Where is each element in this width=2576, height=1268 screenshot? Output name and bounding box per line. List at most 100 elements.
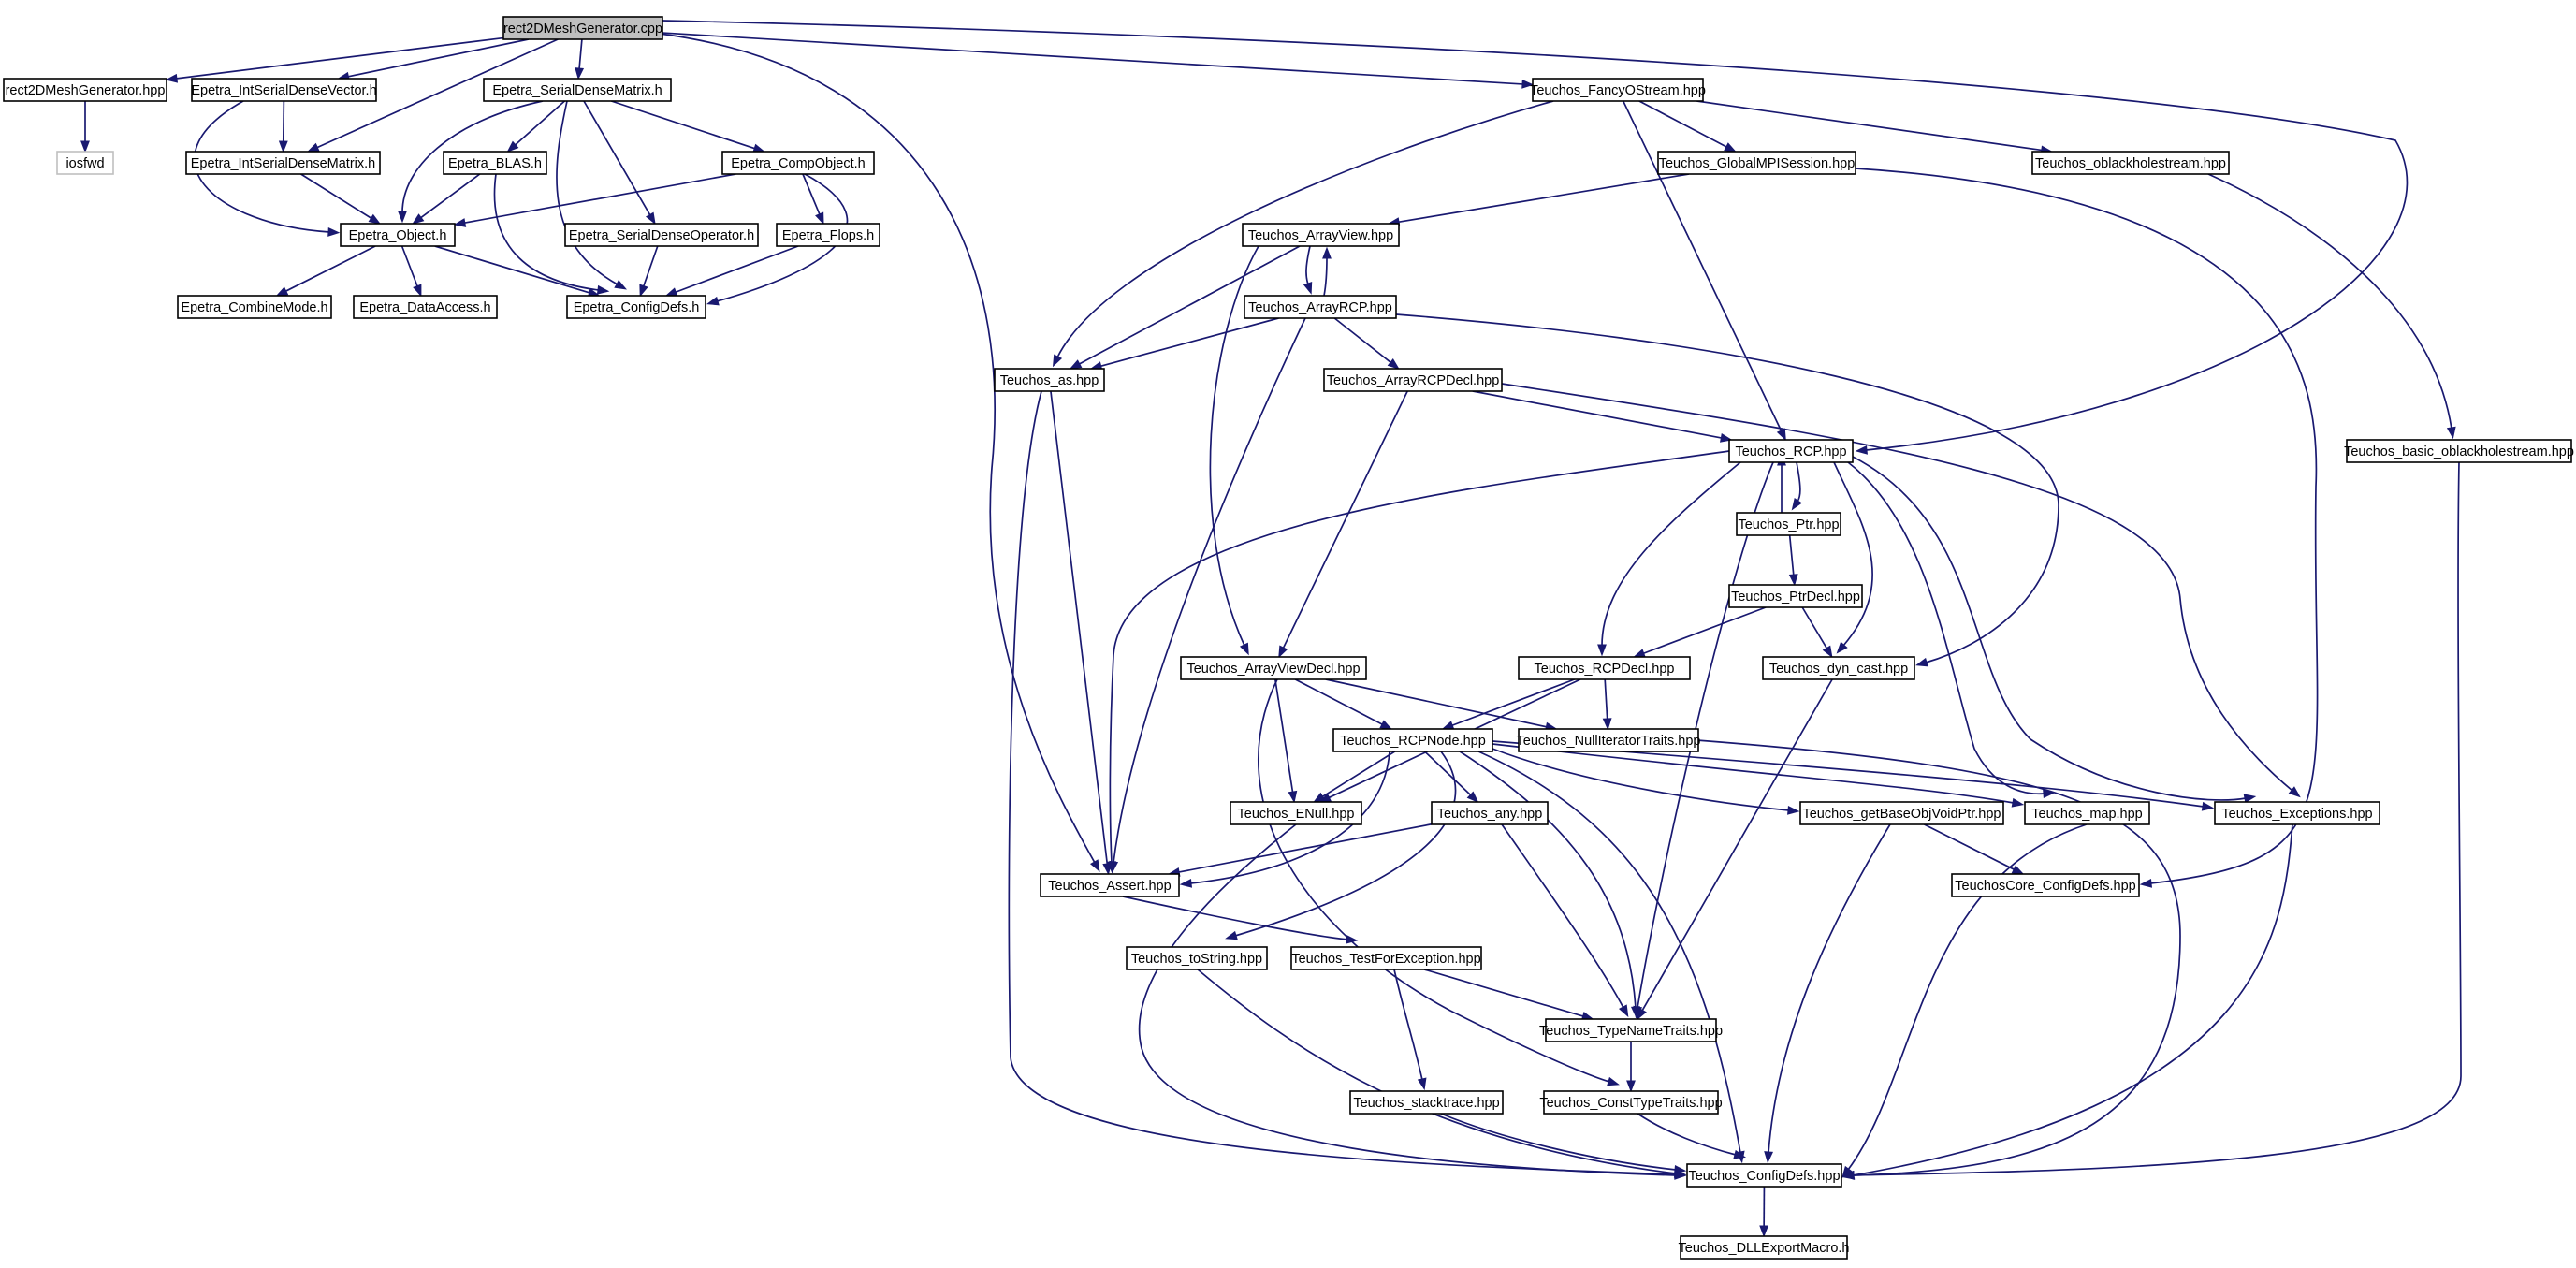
node-null-iterator-traits[interactable]: Teuchos_NullIteratorTraits.hpp [1517,728,1701,752]
node-test-for-exception[interactable]: Teuchos_TestForException.hpp [1290,946,1482,970]
edge-ptr-to-ptr-decl [1788,534,1798,587]
node-data-access[interactable]: Epetra_DataAccess.h [353,295,498,319]
arrowhead [1841,1170,1856,1180]
node-to-string[interactable]: Teuchos_toString.hpp [1126,946,1268,970]
node-map[interactable]: Teuchos_map.hpp [2024,801,2150,825]
edge-array-view-decl-to-null-iterator-traits [1325,678,1558,732]
arrowhead [1288,790,1298,804]
arrowhead [614,279,627,290]
arrowhead [1225,930,1238,940]
node-box [340,223,456,247]
node-int-serial-dense-matrix[interactable]: Epetra_IntSerialDenseMatrix.h [185,151,381,175]
edge-rcpnode-to-to-string [1225,751,1457,940]
node-combine-mode[interactable]: Epetra_CombineMode.h [177,295,332,319]
node-rcp[interactable]: Teuchos_RCP.hpp [1728,439,1854,463]
node-teuchos-core-config-defs[interactable]: TeuchosCore_ConfigDefs.hpp [1951,873,2140,897]
arrowhead [1764,1151,1774,1164]
node-label: Teuchos_RCPNode.hpp [1340,734,1486,749]
node-box [1686,1163,1842,1188]
arrowhead [80,140,90,153]
node-ptr[interactable]: Teuchos_Ptr.hpp [1736,512,1841,536]
node-fancy-ostream[interactable]: Teuchos_FancyOStream.hpp [1530,78,1706,102]
node-box [1728,584,1863,608]
node-object[interactable]: Epetra_Object.h [340,223,456,247]
node-box [2031,151,2230,175]
node-box [1951,873,2140,897]
edge-ptr-decl-to-rcpdecl [1633,606,1767,658]
arrowhead [1855,445,1868,455]
node-serial-dense-operator[interactable]: Epetra_SerialDenseOperator.h [564,223,759,247]
node-ptr-decl[interactable]: Teuchos_PtrDecl.hpp [1728,584,1863,608]
node-type-name-traits[interactable]: Teuchos_TypeNameTraits.hpp [1539,1018,1723,1042]
node-label: Teuchos_Assert.hpp [1048,879,1171,894]
node-rcpnode[interactable]: Teuchos_RCPNode.hpp [1332,728,1493,752]
node-dyn-cast[interactable]: Teuchos_dyn_cast.hpp [1762,656,1915,680]
node-box [2346,439,2572,463]
arrowhead [1607,1076,1620,1086]
node-comp-object[interactable]: Epetra_CompObject.h [721,151,875,175]
arrowhead [1322,246,1332,259]
node-label: Epetra_CombineMode.h [181,300,327,315]
node-stacktrace[interactable]: Teuchos_stacktrace.hpp [1349,1090,1504,1115]
node-exceptions[interactable]: Teuchos_Exceptions.hpp [2214,801,2380,825]
arrowhead [706,296,720,306]
node-dllexport-macro[interactable]: Teuchos_DLLExportMacro.h [1679,1235,1850,1260]
node-int-serial-dense-vector[interactable]: Epetra_IntSerialDenseVector.h [191,78,377,102]
node-rect2-d-cpp[interactable]: rect2DMeshGenerator.cpp [502,16,663,40]
node-global-mpisession[interactable]: Teuchos_GlobalMPISession.hpp [1657,151,1856,175]
node-teuchos-config-defs[interactable]: Teuchos_ConfigDefs.hpp [1686,1163,1842,1188]
node-serial-dense-matrix[interactable]: Epetra_SerialDenseMatrix.h [483,78,672,102]
arrowhead [1822,645,1833,659]
node-label: Teuchos_as.hpp [1000,373,1099,388]
arrowhead [413,284,422,298]
node-basic-oblackholestream[interactable]: Teuchos_basic_oblackholestream.hpp [2344,439,2574,463]
edge-layer [80,20,2462,1238]
edge-global-mpisession-to-teuchos-core-config-defs [1855,168,2319,888]
node-label: Teuchos_PtrDecl.hpp [1731,590,1860,605]
node-array-rcp[interactable]: Teuchos_ArrayRCP.hpp [1244,295,1397,319]
edge-array-view-to-array-rcp [1303,245,1313,295]
edge-rect2-d-cpp-to-assert [659,33,1100,872]
node-const-type-traits[interactable]: Teuchos_ConstTypeTraits.hpp [1539,1090,1723,1115]
arrowhead [1303,282,1313,295]
edge-fancy-ostream-to-oblackholestream [1696,100,2054,155]
edge-rcp-to-exceptions [1852,456,2257,804]
edge-enull-to-teuchos-config-defs [1138,823,1687,1180]
node-oblackholestream[interactable]: Teuchos_oblackholestream.hpp [2031,151,2230,175]
node-array-view-decl[interactable]: Teuchos_ArrayViewDecl.hpp [1180,656,1367,680]
node-label: Teuchos_TypeNameTraits.hpp [1539,1024,1723,1039]
node-array-view[interactable]: Teuchos_ArrayView.hpp [1242,223,1400,247]
arrowhead [1379,720,1393,730]
node-assert[interactable]: Teuchos_Assert.hpp [1040,873,1180,897]
node-epetra-config-defs[interactable]: Epetra_ConfigDefs.h [566,295,706,319]
arrowhead [1759,1225,1769,1238]
node-any[interactable]: Teuchos_any.hpp [1431,801,1549,825]
node-box [1323,368,1503,392]
node-rect2-d-hpp[interactable]: rect2DMeshGenerator.hpp [3,78,167,102]
node-label: Epetra_Object.h [349,228,447,243]
node-label: Teuchos_Exceptions.hpp [2221,807,2372,822]
edge-fancy-ostream-to-rcp [1622,100,1786,442]
arrowhead [1417,1077,1427,1091]
node-flops[interactable]: Epetra_Flops.h [776,223,880,247]
node-box [1180,656,1367,680]
node-enull[interactable]: Teuchos_ENull.hpp [1230,801,1362,825]
edge-stacktrace-to-teuchos-config-defs [1440,1113,1687,1174]
node-as[interactable]: Teuchos_as.hpp [994,368,1105,392]
edge-int-serial-dense-vector-to-int-serial-dense-matrix [278,100,288,153]
node-box [1657,151,1856,175]
arrowhead [1733,1149,1747,1159]
edge-array-view-to-array-view-decl [1209,245,1259,656]
node-rcpdecl[interactable]: Teuchos_RCPDecl.hpp [1518,656,1691,680]
node-blas[interactable]: Epetra_BLAS.h [443,151,547,175]
node-box [185,151,381,175]
node-box [1431,801,1549,825]
arrowhead [645,211,656,226]
node-label: Epetra_ConfigDefs.h [574,300,700,315]
arrowhead [1313,792,1326,803]
node-label: Teuchos_getBaseObjVoidPtr.hpp [1802,807,2001,822]
node-array-rcpdecl[interactable]: Teuchos_ArrayRCPDecl.hpp [1323,368,1503,392]
node-get-base-obj-void-ptr[interactable]: Teuchos_getBaseObjVoidPtr.hpp [1799,801,2004,825]
edge-serial-dense-matrix-to-blas [506,100,566,153]
